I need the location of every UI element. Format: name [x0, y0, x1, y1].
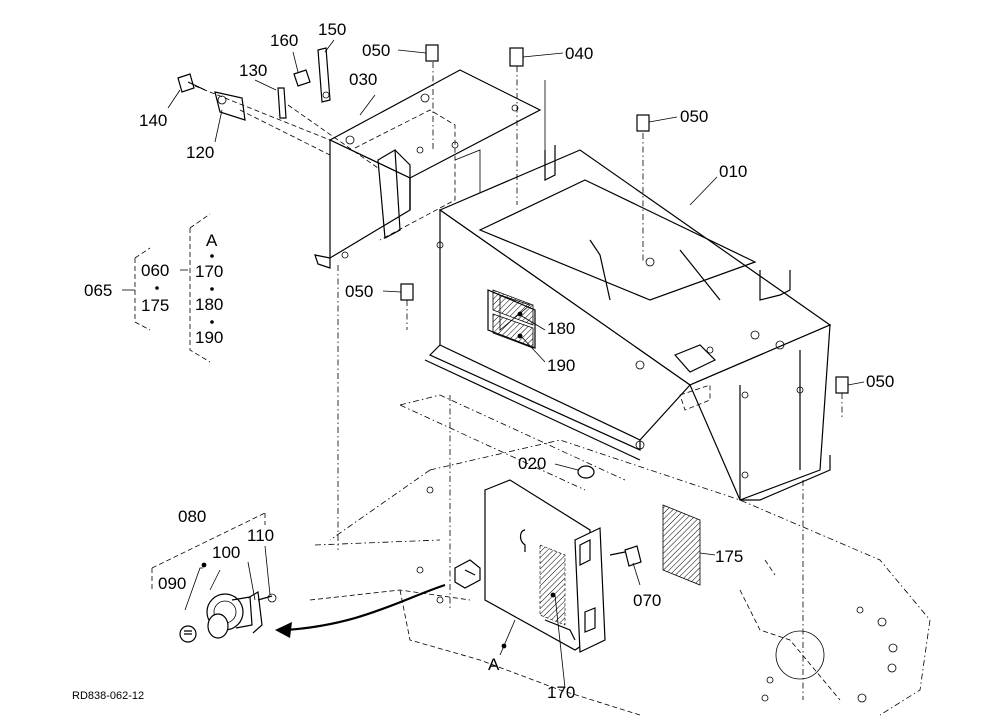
- label-175-group: 175: [141, 296, 169, 315]
- pad-175: [662, 504, 701, 586]
- callout-arrow: [284, 583, 446, 632]
- label-040: 040: [565, 44, 593, 63]
- group-065-bracket: [122, 213, 266, 590]
- label-050-left: 050: [345, 282, 373, 301]
- label-050-right: 050: [866, 372, 894, 391]
- bracket-030: [314, 69, 542, 269]
- leader-dots: [155, 254, 556, 649]
- label-100: 100: [212, 543, 240, 562]
- label-120: 120: [186, 143, 214, 162]
- label-065: 065: [84, 281, 112, 300]
- label-190-group: 190: [195, 328, 223, 347]
- leader-lines: [167, 39, 865, 689]
- label-150: 150: [318, 20, 346, 39]
- label-010: 010: [719, 162, 747, 181]
- label-180: 180: [547, 319, 575, 338]
- callout-arrowhead: [275, 622, 292, 638]
- part-labels: 010 020 030 040 050 050 050 050 060 065 …: [72, 20, 894, 702]
- pad-190: [492, 313, 534, 349]
- label-140: 140: [139, 111, 167, 130]
- label-050-top: 050: [362, 41, 390, 60]
- label-180-group: 180: [195, 295, 223, 314]
- label-ref-A-group: A: [206, 231, 218, 250]
- label-175: 175: [715, 547, 743, 566]
- label-070: 070: [633, 591, 661, 610]
- label-020: 020: [518, 454, 546, 473]
- label-160: 160: [270, 31, 298, 50]
- latch-assembly-080: [179, 559, 481, 643]
- label-130: 130: [239, 61, 267, 80]
- floor-plate: [309, 439, 931, 716]
- label-060: 060: [141, 261, 169, 280]
- housing-010: [399, 145, 832, 501]
- label-090: 090: [158, 574, 186, 593]
- label-ref-A-cover: A: [488, 655, 500, 674]
- label-190: 190: [547, 356, 575, 375]
- label-170: 170: [547, 683, 575, 702]
- drawing-code: RD838-062-12: [72, 690, 144, 702]
- pad-180: [492, 289, 534, 326]
- label-050-upper-right: 050: [680, 107, 708, 126]
- small-hardware: [177, 44, 849, 567]
- label-170-group: 170: [195, 262, 223, 281]
- label-110: 110: [247, 526, 274, 545]
- cover-A: [484, 479, 606, 653]
- pad-170: [539, 544, 566, 626]
- assembly-lines: [194, 62, 843, 700]
- label-080: 080: [178, 507, 206, 526]
- label-030: 030: [349, 70, 377, 89]
